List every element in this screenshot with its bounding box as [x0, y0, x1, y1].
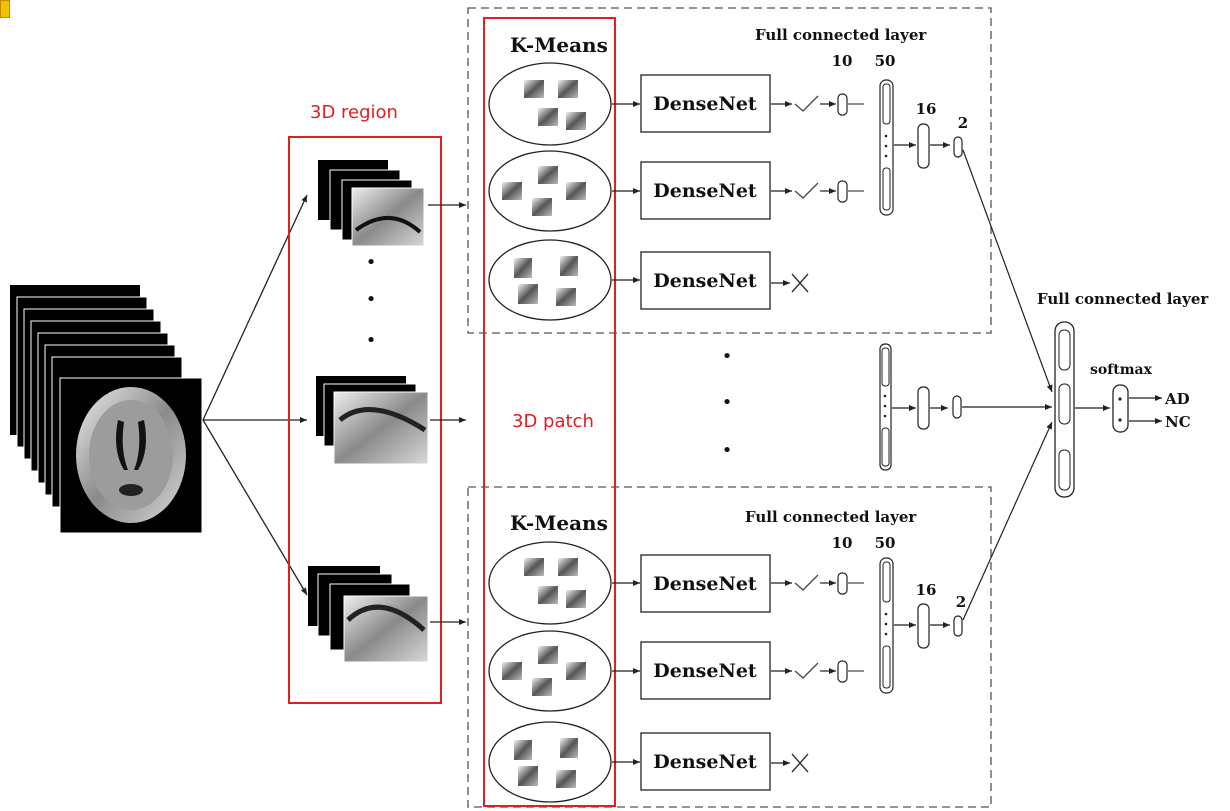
patch-box [483, 17, 616, 807]
middle-dot-2: • [722, 392, 733, 413]
cluster-bottom-3 [488, 721, 612, 803]
num-16-top: 16 [916, 100, 937, 118]
final-fc-layer [1054, 321, 1075, 498]
num-10-top: 10 [832, 52, 853, 70]
fc10-top-2 [837, 180, 848, 203]
cluster-top-2 [488, 150, 612, 232]
softmax-node [1112, 384, 1129, 433]
corner-marker [0, 0, 10, 18]
cross-icon [791, 753, 809, 773]
module-bottom-box [467, 486, 992, 808]
densenet-box-bottom-1: DenseNet [640, 554, 771, 613]
svg-text:DenseNet: DenseNet [653, 270, 757, 292]
fc2-top [953, 136, 963, 158]
output-nc: NC [1165, 413, 1191, 431]
arrow-input-region1 [202, 194, 308, 421]
fc10-bottom-1 [837, 572, 848, 595]
region-dot-1: • [366, 252, 377, 273]
middle-dot-1: • [722, 346, 733, 367]
output-ad: AD [1164, 390, 1190, 408]
fc2-middle [952, 395, 962, 419]
fc16-bottom [917, 603, 930, 649]
patch-label: 3D patch [512, 411, 594, 432]
region-label: 3D region [310, 102, 398, 123]
svg-text:DenseNet: DenseNet [653, 180, 757, 202]
densenet-box-top-2: DenseNet [640, 161, 771, 220]
cross-icon [791, 273, 809, 293]
fcl-label-final: Full connected layer [1037, 290, 1209, 308]
region-dot-2: • [366, 289, 377, 310]
kmeans-label-top: K-Means [510, 33, 608, 57]
region-thumb-2 [316, 376, 429, 465]
cluster-top-3 [488, 239, 612, 321]
check-icon [794, 182, 819, 199]
num-50-bottom: 50 [875, 534, 896, 552]
check-icon [794, 95, 819, 112]
fcl-label-top: Full connected layer [755, 26, 927, 44]
num-2-bottom: 2 [956, 593, 966, 611]
fc50-bottom [879, 557, 894, 694]
cluster-top-1 [488, 62, 612, 146]
cluster-bottom-1 [488, 541, 612, 625]
middle-dot-3: • [722, 440, 733, 461]
fc16-middle [917, 386, 930, 430]
num-10-bottom: 10 [832, 534, 853, 552]
check-icon [794, 574, 819, 591]
svg-text:DenseNet: DenseNet [653, 573, 757, 595]
kmeans-label-bottom: K-Means [510, 511, 608, 535]
fc10-bottom-2 [837, 660, 848, 683]
region-dot-3: • [366, 330, 377, 351]
fc50-middle [879, 343, 892, 471]
densenet-box-bottom-3: DenseNet [640, 732, 771, 791]
region-thumb-1 [318, 160, 425, 247]
svg-text:DenseNet: DenseNet [653, 93, 757, 115]
num-2-top: 2 [958, 114, 968, 132]
region-thumb-3 [308, 566, 429, 663]
check-icon [794, 662, 819, 679]
softmax-label: softmax [1090, 362, 1153, 378]
fc16-top [917, 123, 930, 169]
densenet-box-top-3: DenseNet [640, 251, 771, 310]
num-50-top: 50 [875, 52, 896, 70]
densenet-box-bottom-2: DenseNet [640, 641, 771, 700]
svg-text:DenseNet: DenseNet [653, 751, 757, 773]
module-top-box [467, 7, 992, 334]
fcl-label-bottom: Full connected layer [745, 508, 917, 526]
cluster-bottom-2 [488, 630, 612, 712]
fc50-top [879, 79, 894, 216]
arrow-input-region3 [202, 419, 308, 596]
input-mri-stack [10, 285, 203, 534]
densenet-box-top-1: DenseNet [640, 74, 771, 133]
fc10-top-1 [837, 93, 848, 116]
fc2-bottom [953, 615, 963, 637]
svg-text:DenseNet: DenseNet [653, 660, 757, 682]
num-16-bottom: 16 [916, 581, 937, 599]
